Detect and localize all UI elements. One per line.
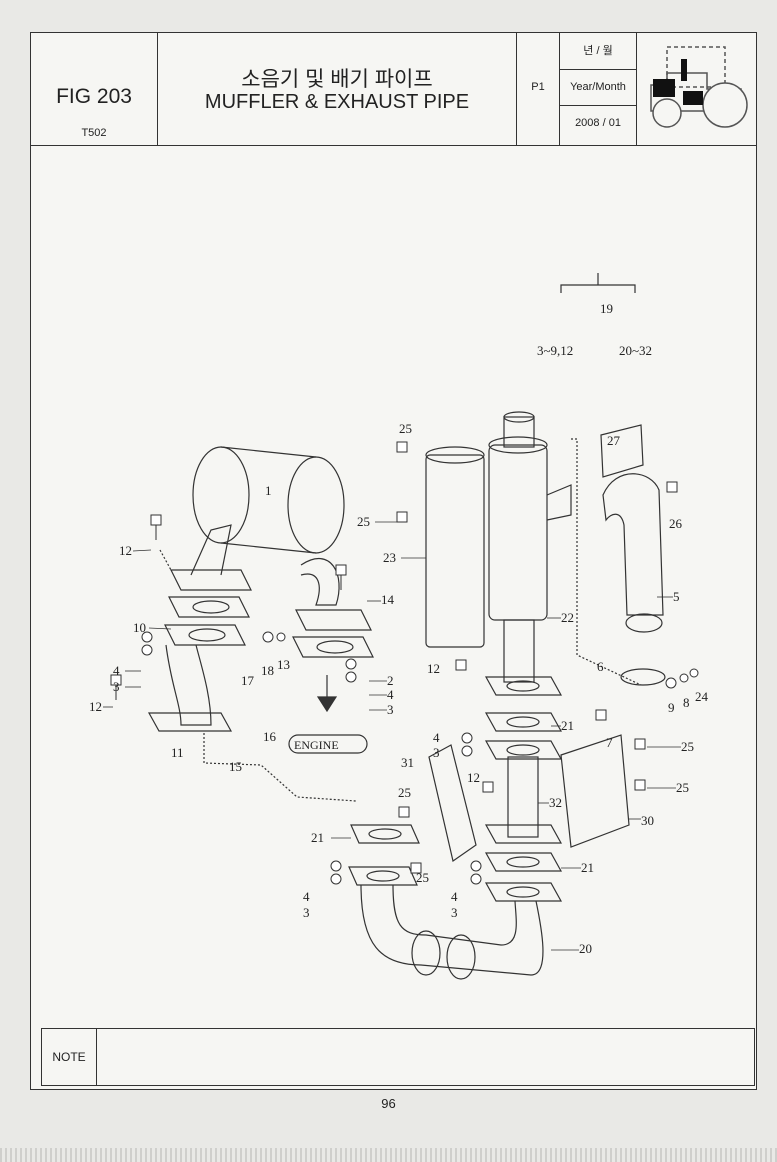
figure-cell: FIG 203 T502 — [31, 33, 158, 145]
exploded-diagram: 19 3~9,12 20~32 1 12 10 4 3 12 11 15 16 … — [89, 273, 709, 980]
callout-30: 30 — [641, 813, 654, 828]
assembly-group-left: 3~9,12 — [537, 343, 573, 358]
muffler-body — [220, 446, 317, 554]
callout-3: 3 — [303, 905, 310, 920]
tractor-cell — [637, 33, 756, 145]
callout-10: 10 — [133, 620, 146, 635]
callout-12: 12 — [427, 661, 440, 676]
callout-25: 25 — [676, 780, 689, 795]
callout-5: 5 — [673, 589, 680, 604]
callout-12: 12 — [89, 699, 102, 714]
issue-date: 2008 / 01 — [575, 117, 621, 129]
callout-25: 25 — [399, 421, 412, 436]
callout-11: 11 — [171, 745, 184, 760]
callout-25: 25 — [398, 785, 411, 800]
title-english: MUFFLER & EXHAUST PIPE — [204, 91, 470, 113]
model-code: T502 — [81, 127, 107, 139]
callout-4: 4 — [113, 663, 120, 678]
callout-2: 2 — [387, 673, 394, 688]
tractor-icon — [650, 46, 748, 128]
callout-16: 16 — [263, 729, 277, 744]
assembly-group-right: 20~32 — [619, 343, 652, 358]
heat-shield — [425, 454, 485, 648]
note-row: NOTE — [41, 1028, 755, 1086]
callout-21: 21 — [581, 860, 594, 875]
muffler-end-cap — [192, 446, 250, 544]
year-month-korean: 년 / 월 — [560, 33, 636, 70]
callout-3: 3 — [113, 679, 120, 694]
page-number: 96 — [381, 1096, 396, 1111]
title-cell: 소음기 및 배기 파이프 MUFFLER & EXHAUST PIPE — [158, 33, 517, 145]
page-cell: P1 — [517, 33, 560, 145]
callout-27: 27 — [607, 433, 621, 448]
vertical-pipe — [488, 444, 548, 621]
callout-9: 9 — [668, 700, 675, 715]
date-cell: 년 / 월 Year/Month 2008 / 01 — [560, 33, 637, 145]
callout-21: 21 — [311, 830, 324, 845]
callout-4: 4 — [303, 889, 310, 904]
callout-4: 4 — [387, 687, 394, 702]
callout-8: 8 — [683, 695, 690, 710]
callout-13: 13 — [277, 657, 290, 672]
callout-1: 1 — [265, 483, 272, 498]
callout-32: 32 — [549, 795, 562, 810]
scan-edge — [0, 1148, 777, 1162]
callout-25: 25 — [416, 870, 429, 885]
callout-24: 24 — [695, 689, 709, 704]
outlet-elbow — [165, 644, 212, 726]
tail-pipe — [602, 473, 664, 616]
title-block: FIG 203 T502 소음기 및 배기 파이프 MUFFLER & EXHA… — [31, 33, 756, 146]
callout-12: 12 — [467, 770, 480, 785]
u-pipe — [360, 884, 544, 976]
callout-23: 23 — [383, 550, 396, 565]
note-label: NOTE — [42, 1029, 97, 1085]
parts-sheet: FIG 203 T502 소음기 및 배기 파이프 MUFFLER & EXHA… — [30, 32, 757, 1090]
callout-20: 20 — [579, 941, 592, 956]
callout-3: 3 — [387, 702, 394, 717]
assembly-number: 19 — [600, 301, 613, 316]
title-korean: 소음기 및 배기 파이프 — [241, 68, 433, 91]
year-month-label: Year/Month — [560, 69, 636, 106]
callout-25: 25 — [357, 514, 370, 529]
callout-26: 26 — [669, 516, 683, 531]
callout-18: 18 — [261, 663, 274, 678]
callout-7: 7 — [606, 735, 613, 750]
figure-number: FIG 203 — [56, 85, 132, 108]
callout-6: 6 — [597, 659, 604, 674]
callout-31: 31 — [401, 755, 414, 770]
callout-21: 21 — [561, 718, 574, 733]
callout-12: 12 — [119, 543, 132, 558]
callout-14: 14 — [381, 592, 395, 607]
callout-3: 3 — [433, 745, 440, 760]
callout-15: 15 — [229, 759, 242, 774]
callout-3: 3 — [451, 905, 458, 920]
callout-4: 4 — [451, 889, 458, 904]
callout-25: 25 — [681, 739, 694, 754]
callout-22: 22 — [561, 610, 574, 625]
engine-label: ENGINE — [294, 738, 339, 752]
callout-4: 4 — [433, 730, 440, 745]
callout-17: 17 — [241, 673, 255, 688]
sheet-page: P1 — [531, 81, 545, 93]
